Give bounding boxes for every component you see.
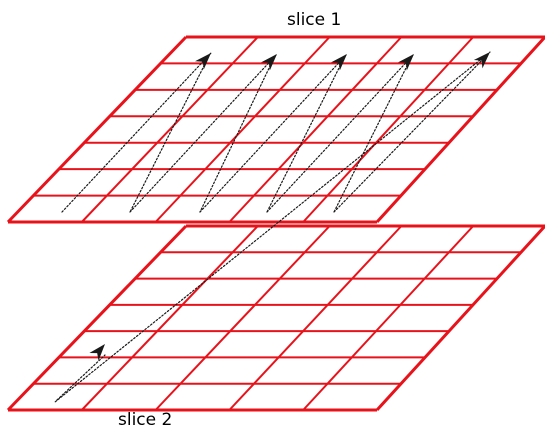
scan-line-up-5 bbox=[333, 51, 491, 213]
scan-line-return-2 bbox=[199, 61, 273, 213]
scan-arrowhead-2 bbox=[261, 54, 277, 71]
slice-1-column-line bbox=[228, 36, 403, 223]
scan-line-return-3 bbox=[266, 61, 343, 213]
slice-1-column-line bbox=[375, 35, 545, 224]
slice-1-column-line bbox=[154, 36, 331, 223]
slice-2-label: slice 2 bbox=[118, 410, 173, 430]
scan-line-up-3 bbox=[199, 53, 348, 213]
scan-line-to-slice-2 bbox=[54, 59, 481, 403]
grid-slice-1 bbox=[6, 35, 545, 224]
scan-line-return-1 bbox=[129, 61, 207, 213]
scan-line-up-4 bbox=[266, 53, 415, 213]
scan-path bbox=[54, 51, 491, 403]
scan-line-return-4 bbox=[333, 61, 410, 213]
slice-1-column-line bbox=[81, 36, 259, 223]
scan-line-up-1 bbox=[61, 52, 212, 213]
scan-arrowhead-slice-2 bbox=[89, 344, 105, 361]
scan-arrowhead-4 bbox=[398, 54, 414, 71]
scan-line-up-slice-2 bbox=[56, 354, 106, 401]
scan-arrowhead-1 bbox=[194, 53, 211, 70]
slice-1-column-line bbox=[6, 35, 188, 224]
slice-2-column-line bbox=[81, 225, 259, 411]
slice-2-column-line bbox=[375, 224, 545, 412]
slice-2-column-line bbox=[6, 224, 188, 412]
grid-slice-2 bbox=[6, 224, 545, 412]
slice-1-column-line bbox=[302, 36, 474, 223]
slice-2-column-line bbox=[228, 225, 403, 411]
slice-1-label: slice 1 bbox=[287, 10, 342, 30]
scan-arrowhead-3 bbox=[331, 54, 347, 71]
scan-line-up-2 bbox=[129, 53, 278, 213]
scan-arrowhead-5 bbox=[473, 52, 490, 69]
slice-2-column-line bbox=[302, 225, 474, 411]
slice-2-column-line bbox=[154, 225, 331, 411]
